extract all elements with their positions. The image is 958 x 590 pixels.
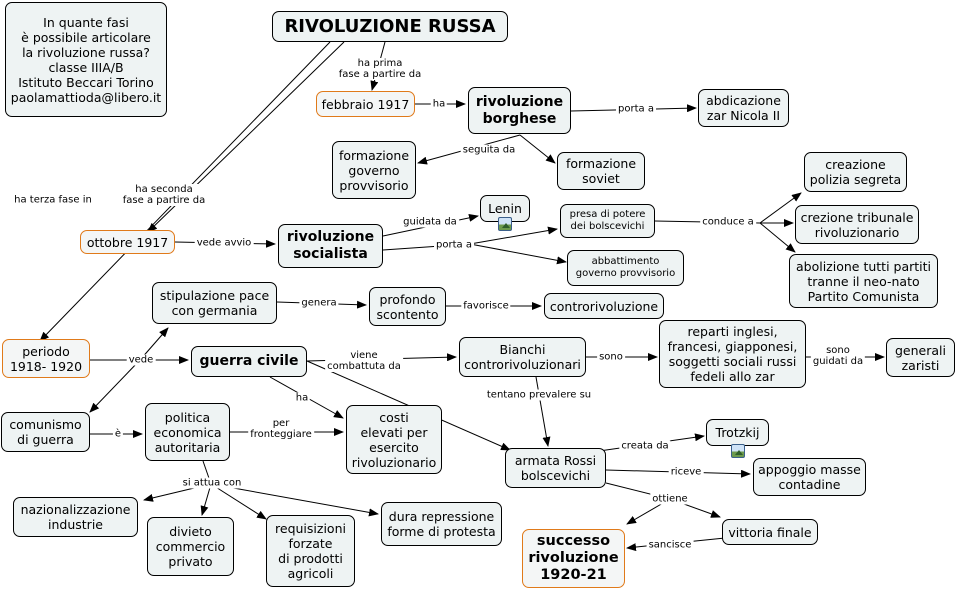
node-reparti[interactable]: reparti inglesi, francesi, giapponesi, s… (659, 320, 806, 388)
link-label-sancisce: sancisce (646, 539, 694, 551)
node-appoggio[interactable]: appoggio masse contadine (753, 458, 866, 496)
link-label-si-attua: si attua con (180, 477, 244, 489)
link-label-creata-da: creata da (619, 440, 671, 452)
node-controrivoluzione[interactable]: controrivoluzione (544, 293, 664, 319)
link-label-conduce-a: conduce a (700, 216, 756, 228)
node-governo-provvisorio[interactable]: formazione governo provvisorio (332, 141, 416, 199)
node-abbattimento[interactable]: abbattimento governo provvisorio (567, 250, 684, 286)
node-armata[interactable]: armata Rossi bolscevichi (505, 448, 606, 488)
node-guerra-civile[interactable]: guerra civile (191, 346, 307, 377)
node-comunismo[interactable]: comunismo di guerra (1, 412, 90, 452)
link-label-ha: ha (430, 98, 448, 110)
link-label-sono-guidati: sono guidati da (810, 345, 866, 367)
node-febbraio-1917[interactable]: febbraio 1917 (316, 91, 415, 117)
link-label-genera: genera (299, 297, 339, 309)
node-abdicazione[interactable]: abdicazione zar Nicola II (698, 89, 789, 127)
link-label-tentano: tentano prevalere su (484, 389, 594, 401)
node-trotzkij[interactable]: Trotzkij (706, 419, 769, 446)
image-icon-lenin[interactable] (498, 217, 512, 231)
link-label-ha-seconda: ha seconda fase a partire da (120, 184, 208, 206)
link-label-per-fronteggiare: per fronteggiare (248, 418, 314, 440)
node-creazione-polizia[interactable]: creazione polizia segreta (804, 152, 907, 192)
link-label-ottiene: ottiene (650, 493, 690, 505)
link-label-viene-combattuta: viene combattuta da (325, 350, 403, 372)
node-bianchi[interactable]: Bianchi controrivoluzionari (459, 337, 586, 377)
link-label-ha-terza: ha terza fase in (12, 194, 94, 206)
node-requisizioni[interactable]: requisizioni forzate di prodotti agricol… (266, 515, 355, 587)
node-presa-potere[interactable]: presa di potere dei bolscevichi (560, 204, 655, 238)
image-icon-trotzkij[interactable] (731, 444, 745, 458)
node-repressione[interactable]: dura repressione forme di protesta (381, 502, 502, 546)
link-label-porta-a-2: porta a (434, 239, 474, 251)
node-soviet[interactable]: formazione soviet (557, 152, 645, 190)
node-periodo[interactable]: periodo 1918- 1920 (2, 339, 90, 378)
link-label-riceve: riceve (668, 466, 704, 478)
node-rivoluzione-russa[interactable]: RIVOLUZIONE RUSSA (272, 11, 508, 42)
link-label-e: è (112, 428, 124, 440)
node-divieto[interactable]: divieto commercio privato (147, 517, 234, 576)
node-ottobre-1917[interactable]: ottobre 1917 (80, 230, 175, 254)
node-scontento[interactable]: profondo scontento (369, 287, 446, 326)
link-label-vede-avvio: vede avvio (194, 237, 254, 249)
node-stipulazione[interactable]: stipulazione pace con germania (152, 282, 277, 324)
node-nazionalizzazione[interactable]: nazionalizzazione industrie (13, 497, 138, 537)
node-vittoria[interactable]: vittoria finale (722, 519, 818, 545)
node-costi[interactable]: costi elevati per esercito rivoluzionari… (346, 405, 442, 474)
link-label-guidata-da: guidata da (401, 216, 459, 228)
node-rivoluzione-borghese[interactable]: rivoluzione borghese (468, 87, 571, 134)
link-label-ha-2: ha (293, 392, 311, 404)
link-label-ha-prima: ha prima fase a partire da (336, 58, 424, 80)
link-label-vede: vede (126, 354, 156, 366)
node-tribunale[interactable]: crezione tribunale rivoluzionario (795, 205, 919, 244)
link-label-sono: sono (597, 351, 625, 363)
link-label-favorisce: favorisce (461, 300, 511, 312)
node-rivoluzione-socialista[interactable]: rivoluzione socialista (278, 224, 383, 268)
info-box: In quante fasi è possibile articolare la… (5, 2, 167, 117)
link-label-seguita-da: seguita da (460, 144, 518, 156)
node-generali[interactable]: generali zaristi (886, 338, 955, 377)
node-abolizione[interactable]: abolizione tutti partiti tranne il neo-n… (789, 254, 938, 308)
node-politica[interactable]: politica economica autoritaria (145, 403, 230, 461)
link-label-porta-a: porta a (616, 103, 656, 115)
node-successo[interactable]: successo rivoluzione 1920-21 (522, 529, 625, 588)
